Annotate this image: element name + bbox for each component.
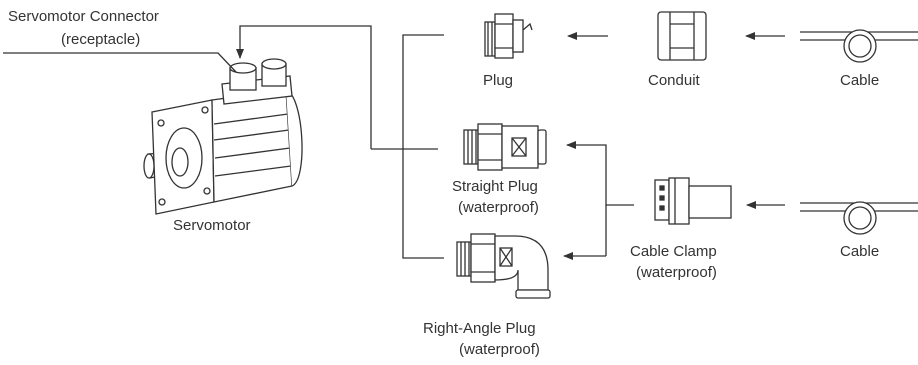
cable-bottom-label: Cable	[840, 241, 879, 262]
conduit-label: Conduit	[648, 70, 700, 91]
straight-plug-label: Straight Plug	[452, 176, 538, 197]
plug-label: Plug	[483, 70, 513, 91]
receptacle-label: (receptacle)	[61, 29, 140, 50]
servomotor-icon	[144, 59, 302, 214]
connector-leader	[3, 53, 236, 72]
cable-bottom-icon	[800, 202, 918, 234]
servomotor-connector-label: Servomotor Connector	[8, 6, 159, 27]
cable-clamp-sub-label: (waterproof)	[636, 262, 717, 283]
straight-plug-icon	[464, 124, 546, 170]
right-angle-plug-label: Right-Angle Plug	[423, 318, 536, 339]
cable-clamp-label: Cable Clamp	[630, 241, 717, 262]
cable-top-label: Cable	[840, 70, 879, 91]
servomotor-label: Servomotor	[173, 215, 251, 236]
cable-top-icon	[800, 30, 918, 62]
right-angle-plug-icon	[457, 234, 550, 298]
conduit-icon	[658, 12, 706, 60]
straight-plug-sub-label: (waterproof)	[458, 197, 539, 218]
cable-clamp-icon	[655, 178, 731, 224]
right-angle-plug-sub-label: (waterproof)	[459, 339, 540, 360]
plug-icon	[485, 14, 532, 58]
